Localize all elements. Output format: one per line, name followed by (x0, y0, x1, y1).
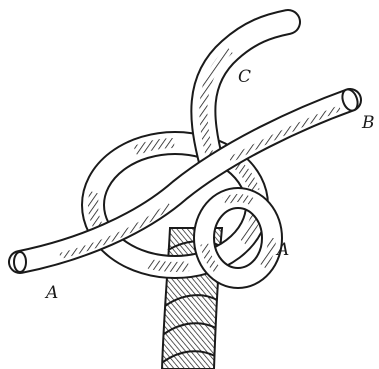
label-b: B (361, 113, 375, 133)
label-a-left: A (44, 283, 58, 303)
rope-loop (93, 143, 272, 278)
label-a-right: A (275, 240, 289, 260)
label-c: C (238, 67, 251, 87)
